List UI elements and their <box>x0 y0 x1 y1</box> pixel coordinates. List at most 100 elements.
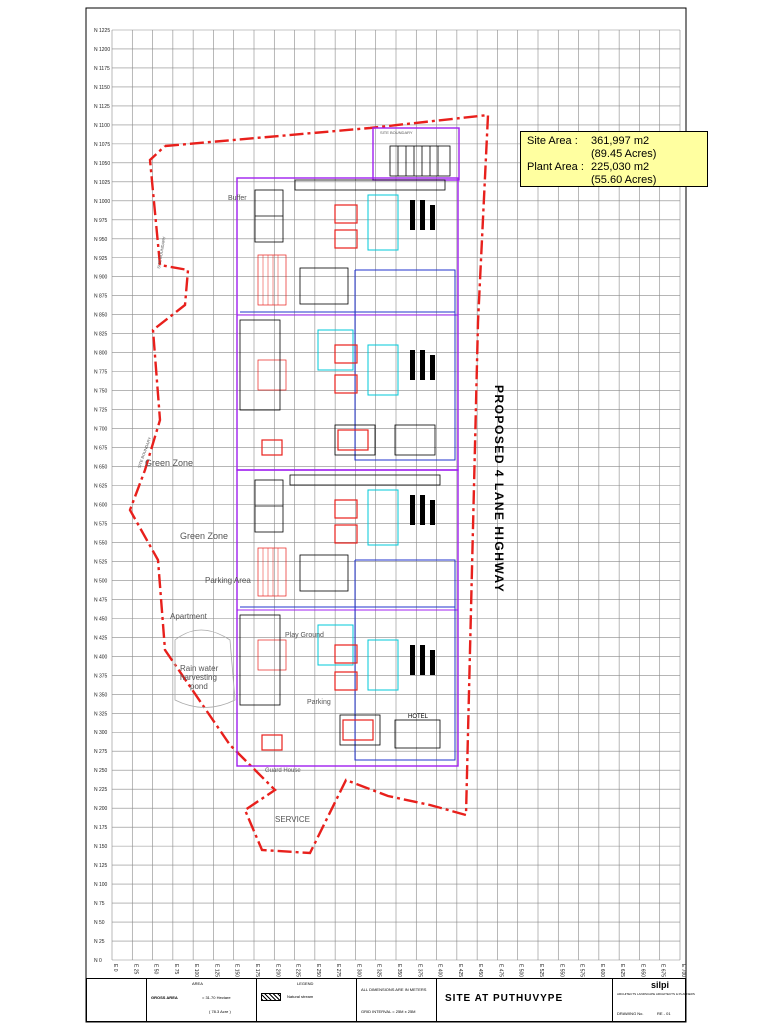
tb-drawing-no-label: DRAWING No. <box>617 1011 644 1016</box>
east-tick-label: E 0 <box>112 964 118 972</box>
east-tick-label: E 25 <box>132 964 138 975</box>
north-tick-label: N 0 <box>94 958 102 964</box>
tb-gross-area-value: = 31.70 Hectare <box>202 995 231 1000</box>
north-tick-label: N 975 <box>94 218 108 224</box>
title-cell: SITE AT PUTHUVYPE <box>437 979 613 1021</box>
north-tick-label: N 1125 <box>94 104 110 110</box>
tb-legend-header: LEGEND <box>297 981 314 986</box>
north-tick-label: N 100 <box>94 882 108 888</box>
north-tick-label: N 775 <box>94 370 108 376</box>
east-tick-label: E 550 <box>558 964 564 977</box>
tank-group <box>254 189 284 533</box>
east-tick-label: E 300 <box>355 964 361 977</box>
tb-gross-area-label: GROSS AREA <box>151 995 178 1000</box>
north-tick-label: N 200 <box>94 806 108 812</box>
hatch-lines <box>262 255 279 596</box>
north-tick-label: N 875 <box>94 294 108 300</box>
north-tick-label: N 175 <box>94 825 108 831</box>
tb-area-header: AREA <box>192 981 203 986</box>
sheet-frame <box>85 7 687 1023</box>
east-tick-label: E 375 <box>416 964 422 977</box>
north-tick-label: N 250 <box>94 768 108 774</box>
substation-bays <box>397 146 439 176</box>
east-tick-label: E 475 <box>497 964 503 977</box>
tb-title: SITE AT PUTHUVYPE <box>445 993 564 1004</box>
east-tick-label: E 425 <box>457 964 463 977</box>
north-tick-label: N 1150 <box>94 85 110 91</box>
east-tick-label: E 350 <box>396 964 402 977</box>
east-tick-label: E 75 <box>173 964 179 975</box>
label-guard-house: Guard House <box>265 768 301 774</box>
east-tick-label: E 450 <box>477 964 483 977</box>
north-tick-label: N 150 <box>94 844 108 850</box>
east-tick-label: E 650 <box>639 964 645 977</box>
process-blocks <box>257 254 287 671</box>
internal-road-south <box>354 559 456 761</box>
plant-area-label: Plant Area : <box>527 161 584 173</box>
north-tick-label: N 225 <box>94 787 108 793</box>
area-info-box: Site Area :361,997 m2 (89.45 Acres) Plan… <box>520 131 708 187</box>
east-tick-label: E 100 <box>193 964 199 977</box>
plant-outline-south <box>236 469 459 767</box>
label-hotel: HOTEL <box>408 714 429 720</box>
site-area-label: Site Area : <box>527 135 578 147</box>
building-outlines <box>239 179 446 749</box>
north-tick-label: N 1050 <box>94 161 110 167</box>
north-tick-label: N 1100 <box>94 123 110 129</box>
north-tick-label: N 1000 <box>94 199 110 205</box>
north-tick-label: N 25 <box>94 939 105 945</box>
label-buffer-top: Buffer <box>228 195 247 202</box>
equipment-clusters <box>261 194 435 751</box>
east-tick-label: E 275 <box>335 964 341 977</box>
tb-legend-item: Natural stream <box>287 994 314 999</box>
north-tick-label: N 50 <box>94 920 105 926</box>
north-tick-label: N 675 <box>94 446 108 452</box>
label-harvesting: harvesting <box>180 673 217 682</box>
tb-dims-note: ALL DIMENSIONS ARE IN METERS <box>361 987 427 992</box>
label-green-zone-2: Green Zone <box>180 531 229 541</box>
rainwater-pond <box>174 629 236 708</box>
label-play-ground: Play Ground <box>285 632 324 639</box>
north-tick-label: N 850 <box>94 313 108 319</box>
north-tick-label: N 925 <box>94 256 108 262</box>
tb-company: silpi <box>651 980 670 990</box>
title-block: AREA GROSS AREA = 31.70 Hectare ( 78.3 A… <box>86 978 695 1022</box>
east-tick-label: E 150 <box>234 964 240 977</box>
label-parking: Parking <box>307 699 331 706</box>
north-tick-label: N 300 <box>94 730 108 736</box>
east-tick-label: E 50 <box>153 964 159 975</box>
north-tick-label: N 600 <box>94 502 108 508</box>
east-tick-label: E 625 <box>619 964 625 977</box>
north-tick-label: N 700 <box>94 427 108 433</box>
label-parking-area: Parking Area <box>205 576 251 585</box>
compass-cell <box>87 979 147 1021</box>
north-tick-label: N 275 <box>94 749 108 755</box>
east-tick-label: E 175 <box>254 964 260 977</box>
north-tick-label: N 1025 <box>94 180 110 186</box>
north-tick-label: N 900 <box>94 275 108 281</box>
east-tick-label: E 400 <box>437 964 443 977</box>
site-area-acres: (89.45 Acres) <box>591 148 657 160</box>
north-tick-label: N 550 <box>94 540 108 546</box>
area-cell: AREA GROSS AREA = 31.70 Hectare ( 78.3 A… <box>147 979 257 1021</box>
highway-label: PROPOSED 4 LANE HIGHWAY <box>492 385 506 594</box>
north-tick-label: N 350 <box>94 692 108 698</box>
notes-cell: ALL DIMENSIONS ARE IN METERS GRID INTERV… <box>357 979 437 1021</box>
north-tick-label: N 400 <box>94 654 108 660</box>
tb-drawing-no-value: RE - 01 <box>657 1011 671 1016</box>
north-tick-label: N 650 <box>94 465 108 471</box>
east-tick-label: E 575 <box>579 964 585 977</box>
north-tick-label: N 425 <box>94 635 108 641</box>
east-tick-label: E 200 <box>274 964 280 977</box>
north-tick-label: N 1175 <box>94 66 110 72</box>
label-service: SERVICE <box>275 815 310 824</box>
north-tick-label: N 725 <box>94 408 108 414</box>
north-tick-label: N 450 <box>94 616 108 622</box>
north-tick-label: N 825 <box>94 332 108 338</box>
tb-grid-note: GRID INTERVAL = 25M x 25M <box>361 1009 416 1014</box>
substation-block <box>389 145 451 177</box>
tb-gross-area-acres: ( 78.3 Acre ) <box>209 1009 231 1014</box>
east-tick-label: E 525 <box>538 964 544 977</box>
